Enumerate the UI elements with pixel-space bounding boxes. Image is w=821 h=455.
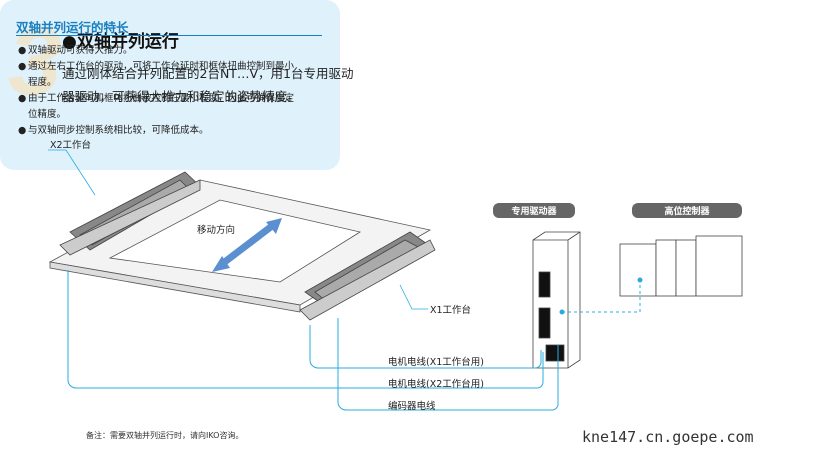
host-controller — [619, 235, 743, 297]
cable-label-x2: 电机电线(X2工作台用) — [388, 379, 484, 390]
cables — [67, 270, 559, 411]
features-panel: 双轴并列运行的特长 ●双轴驱动可获得大推力。 ●通过左右工作台的驱动，可将工作台… — [0, 0, 340, 170]
driver-label: 专用驱动器 — [493, 203, 575, 218]
divider — [16, 35, 322, 36]
page-title: ●双轴并列运行 — [62, 32, 179, 52]
watermark: kne147.cn.goepe.com — [582, 428, 754, 446]
intro-line-1: 通过刚体结合并列配置的2台NT…V，用1台专用驱动 — [62, 66, 354, 81]
intro-line-2: 器驱动，可获得大推力和稳定的姿势精度。 — [62, 89, 300, 104]
direction-label: 移动方向 — [197, 225, 236, 236]
cable-label-encoder: 编码器电线 — [388, 401, 436, 412]
feature-item: ●通过左右工作台的驱动，可将工作台延时和框体扭曲控制到最小程度。 — [18, 61, 295, 88]
x2-table — [59, 171, 201, 256]
section-number: 3 — [8, 8, 62, 115]
feature-item: ●双轴驱动可获得大推力。 — [18, 45, 133, 56]
x1-table — [299, 231, 436, 321]
driver-unit — [532, 231, 581, 369]
feature-item: ●由于工作台延时和框体扭曲被控制在最小程度，因此可确保高定位精度。 — [18, 93, 295, 120]
direction-arrow-icon — [212, 218, 282, 272]
feature-item: ●与双轴同步控制系统相比较，可降低成本。 — [18, 125, 209, 136]
x1-table-label: X1工作台 — [430, 305, 472, 316]
features-title: 双轴并列运行的特长 — [16, 20, 129, 35]
footnote: 备注：需要双轴并列运行时，请向IKO咨询。 — [86, 431, 244, 440]
x2-table-label: X2工作台 — [50, 140, 92, 151]
controller-label: 高位控制器 — [632, 203, 742, 218]
cable-label-x1: 电机电线(X1工作台用) — [388, 357, 484, 368]
